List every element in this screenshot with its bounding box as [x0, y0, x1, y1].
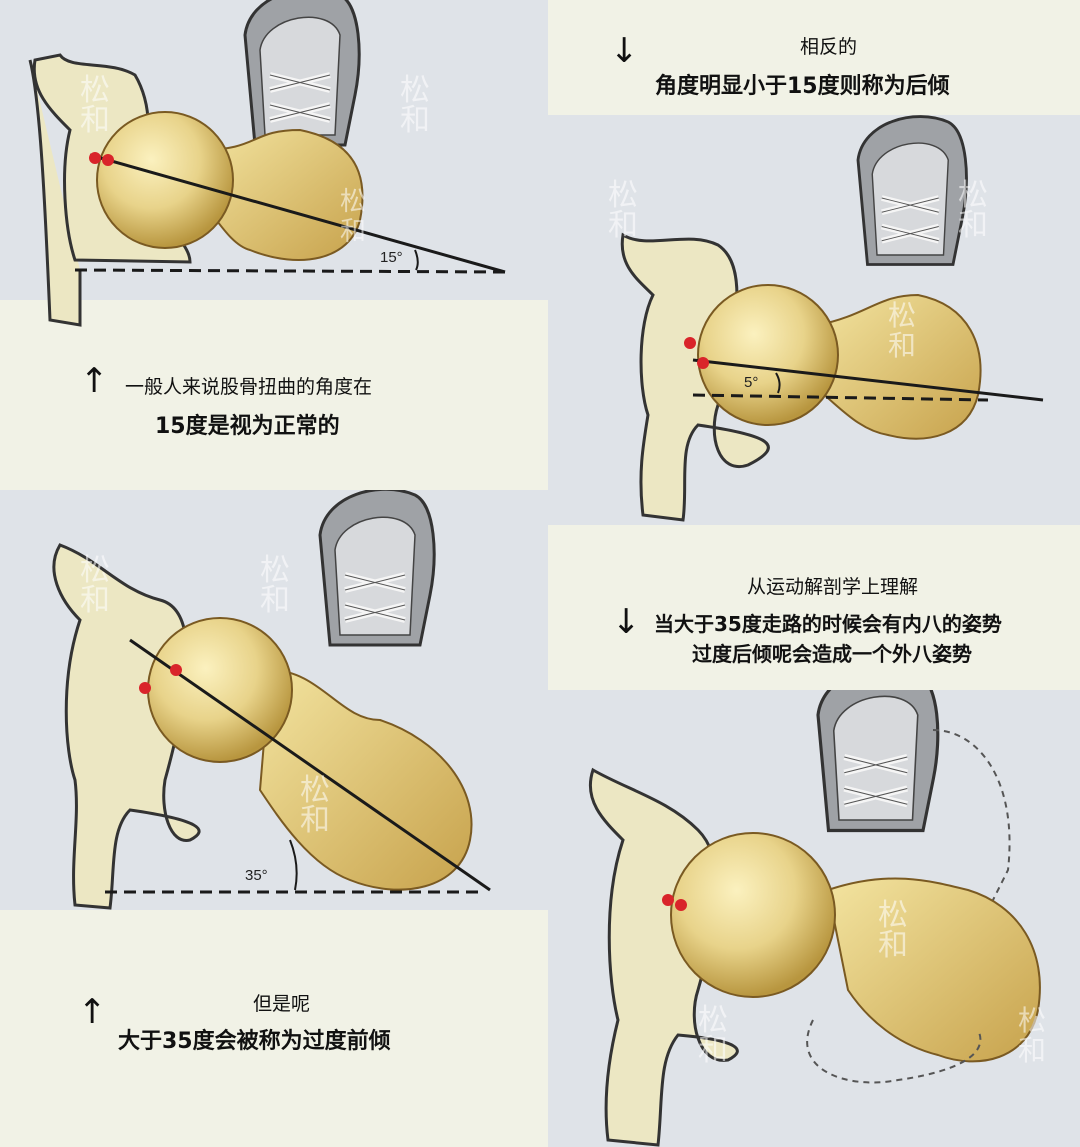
- svg-text:和: 和: [608, 208, 638, 243]
- svg-text:松: 松: [608, 178, 638, 213]
- axis-line: [129, 638, 491, 892]
- caption-ante: ↑ 但是呢 大于35度会被称为过度前倾: [78, 985, 538, 1065]
- femur-icon: [826, 877, 1041, 1063]
- femur-icon: [258, 668, 473, 891]
- marker-dot-icon: [89, 152, 101, 164]
- femur-icon: [817, 293, 982, 440]
- marker-dot-icon: [170, 664, 182, 676]
- diagram-gait-rotation: 松 和 松 和 松 和: [548, 690, 1080, 1147]
- pelvis-icon: [52, 543, 201, 910]
- diagram-anteversion-35: 35° 松 和 松 和 松 和: [0, 490, 548, 940]
- reference-line: [74, 268, 506, 274]
- caption-retro-line2: 角度明显小于15度则称为后倾: [655, 74, 950, 99]
- svg-text:松: 松: [1018, 1004, 1046, 1037]
- marker-dot-icon: [675, 899, 687, 911]
- down-arrow-icon: ↓: [612, 602, 641, 642]
- svg-text:和: 和: [888, 329, 916, 362]
- svg-text:松: 松: [80, 553, 110, 588]
- svg-text:和: 和: [698, 1033, 728, 1068]
- svg-text:和: 和: [300, 803, 330, 838]
- svg-text:松: 松: [958, 178, 988, 213]
- caption-normal: ↑ 一般人来说股骨扭曲的角度在 15度是视为正常的: [80, 360, 540, 440]
- svg-text:松: 松: [300, 773, 330, 808]
- marker-dot-icon: [139, 682, 151, 694]
- caption-gait-line1: 从运动解剖学上理解: [747, 576, 919, 598]
- caption-ante-line1: 但是呢: [253, 993, 311, 1015]
- caption-retro: ↓ 相反的 角度明显小于15度则称为后倾: [610, 28, 1070, 108]
- marker-dot-icon: [662, 894, 674, 906]
- up-arrow-icon: ↑: [78, 992, 107, 1032]
- angle-label: 35°: [245, 867, 268, 884]
- caption-normal-line2: 15度是视为正常的: [155, 414, 340, 439]
- shoe-icon: [858, 117, 966, 265]
- marker-dot-icon: [684, 337, 696, 349]
- caption-gait: ↓ 从运动解剖学上理解 当大于35度走路的时候会有内八的姿势 过度后倾呢会造成一…: [612, 570, 1072, 670]
- caption-normal-line1: 一般人来说股骨扭曲的角度在: [125, 376, 373, 398]
- svg-text:松: 松: [80, 73, 110, 108]
- diagram-retroversion-5: 5° 松 和 松 和 松 和: [548, 115, 1080, 525]
- angle-label: 5°: [744, 374, 758, 391]
- svg-text:松: 松: [340, 187, 366, 217]
- svg-text:松: 松: [888, 299, 916, 332]
- svg-text:和: 和: [260, 583, 290, 618]
- marker-dot-icon: [102, 154, 114, 166]
- down-arrow-icon: ↓: [610, 31, 639, 71]
- axis-line: [692, 358, 1044, 402]
- marker-dot-icon: [697, 357, 709, 369]
- caption-ante-line2: 大于35度会被称为过度前倾: [118, 1029, 391, 1054]
- svg-text:和: 和: [1018, 1034, 1046, 1067]
- angle-label: 15°: [380, 249, 403, 266]
- svg-text:松: 松: [400, 73, 430, 108]
- caption-gait-line2: 当大于35度走路的时候会有内八的姿势: [654, 612, 1002, 636]
- reference-line: [692, 393, 989, 402]
- svg-text:和: 和: [80, 583, 110, 618]
- diagram-normal-15: 15° 松 和 松 和 松 和: [0, 0, 548, 330]
- caption-gait-line3: 过度后倾呢会造成一个外八姿势: [692, 642, 972, 666]
- shoe-icon: [245, 0, 359, 145]
- svg-text:和: 和: [878, 928, 908, 963]
- svg-text:松: 松: [260, 553, 290, 588]
- svg-text:和: 和: [80, 103, 110, 138]
- svg-text:和: 和: [400, 103, 430, 138]
- caption-retro-line1: 相反的: [800, 36, 858, 58]
- up-arrow-icon: ↑: [80, 361, 109, 401]
- shoe-icon: [320, 490, 434, 645]
- svg-text:和: 和: [340, 217, 366, 247]
- axis-line: [89, 153, 506, 274]
- svg-text:和: 和: [958, 208, 988, 243]
- femur-icon: [199, 128, 364, 261]
- svg-text:松: 松: [698, 1003, 728, 1038]
- shoe-icon: [818, 690, 938, 831]
- svg-text:松: 松: [878, 898, 908, 933]
